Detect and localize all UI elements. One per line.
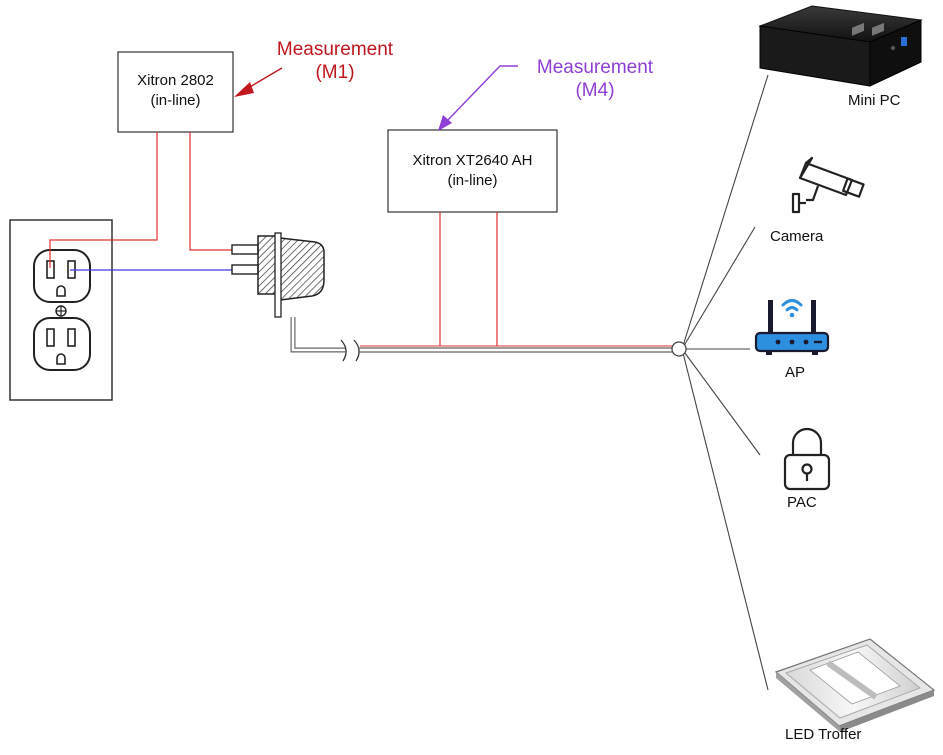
live-wire-in [49, 132, 158, 268]
junction-fanout [681, 74, 769, 691]
led-troffer-icon [774, 638, 936, 732]
measurement-label: Measurement [536, 57, 654, 78]
m4-arrow [438, 65, 518, 131]
meter-name: Xitron XT2640 AH [412, 152, 533, 169]
measurement-m4-callout: Measurement (M4) [510, 56, 680, 102]
measurement-label: Measurement [276, 39, 394, 60]
measurement-id: (M1) [315, 62, 355, 83]
device-label-pac: PAC [787, 494, 817, 511]
xitron-2802-label: Xitron 2802 (in-line) [118, 71, 233, 111]
security-camera-icon [791, 156, 865, 214]
measurement-id: (M4) [575, 80, 615, 101]
device-label-led-troffer: LED Troffer [785, 726, 862, 743]
meter-mode: (in-line) [447, 172, 498, 189]
mini-pc-icon [758, 5, 923, 87]
power-adapter [231, 232, 325, 318]
meter-name: Xitron 2802 [137, 72, 214, 89]
measurement-m1-callout: Measurement (M1) [250, 38, 420, 84]
xitron-xt2640-label: Xitron XT2640 AH (in-line) [388, 151, 557, 191]
wall-outlet [9, 219, 113, 401]
xitron-2802-box [117, 51, 234, 133]
device-label-camera: Camera [770, 228, 824, 245]
live-wire-out [189, 132, 240, 251]
junction-node [671, 341, 687, 357]
dc-cable [290, 317, 674, 362]
device-label-mini-pc: Mini PC [848, 92, 901, 109]
xitron-xt2640-box [387, 129, 558, 213]
meter-mode: (in-line) [150, 92, 201, 109]
device-label-ap: AP [785, 364, 806, 381]
padlock-icon [783, 427, 831, 491]
wifi-router-icon [754, 299, 830, 355]
m1-arrow [234, 67, 283, 97]
